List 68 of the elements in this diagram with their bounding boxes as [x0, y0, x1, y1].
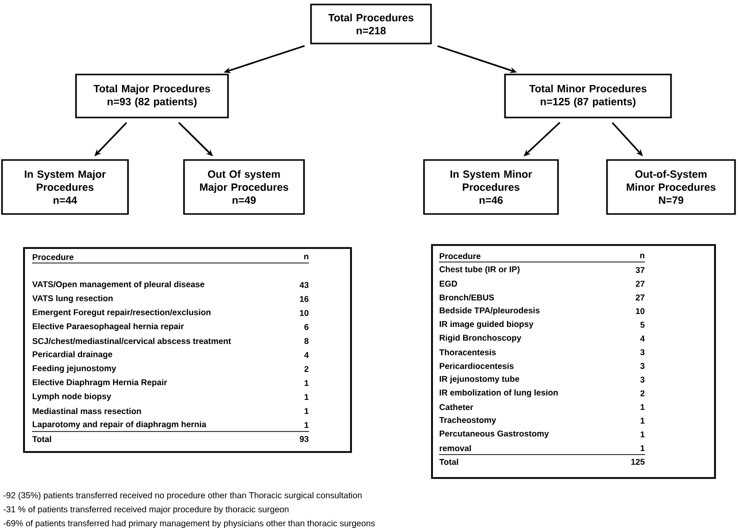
table-cell: Rigid Bronchoscopy: [440, 334, 522, 342]
table-cell: Procedure: [440, 252, 480, 260]
table-cell: Total: [32, 436, 52, 442]
table-cell: 125: [631, 458, 645, 465]
table-cell: EGD: [440, 280, 458, 287]
table-cell: Emergent Foregut repair/resection/exclusion: [32, 309, 210, 317]
process-box: In System Major Procedures n=44: [1, 159, 129, 215]
table-cell: 4: [304, 352, 309, 358]
table-cell: Bedside TPA/pleurodesis: [440, 307, 540, 315]
note-text: -31 % of patients transferred received major procedure by thoracic surgeon: [4, 506, 288, 514]
process-box: In System Minor Procedures n=46: [423, 159, 559, 215]
table-cell: 1: [640, 404, 645, 410]
table-cell: Pericardiocentesis: [440, 362, 514, 369]
table-cell: 43: [300, 282, 308, 288]
process-box: Out Of system Major Procedures n=49: [183, 159, 305, 215]
table-cell: 1: [304, 408, 309, 414]
table-cell: 2: [304, 366, 308, 372]
table-cell: 1: [640, 445, 645, 451]
table-cell: Thoracentesis: [439, 349, 496, 356]
table-cell: 1: [640, 432, 645, 438]
note-text: -69% of patients transferred had primary management by physicians other than thoracic surgeons: [4, 520, 375, 528]
table-cell: 1: [304, 422, 309, 428]
table-cell: Bronch/EBUS: [440, 294, 494, 301]
process-box: Out-of-System Minor Procedures N=79: [606, 159, 736, 215]
table-cell: 2: [640, 390, 644, 396]
table-cell: n: [640, 254, 644, 258]
table-cell: 3: [640, 349, 644, 356]
process-box: Total Major Procedures n=93 (82 patients): [75, 74, 229, 118]
process-box: Total Minor Procedures n=125 (87 patients): [504, 74, 672, 118]
table-cell: Total: [439, 458, 458, 465]
table-cell: Feeding jejunostomy: [32, 365, 116, 373]
table-cell: 6: [304, 324, 308, 330]
table-cell: 4: [640, 336, 645, 342]
table-cell: VATS lung resection: [32, 295, 113, 303]
table-cell: Elective Diaphragm Hernia Repair: [32, 379, 167, 387]
note-text: -92 (35%) patients transferred received no procedure other than Thoracic surgical consultation: [4, 492, 362, 500]
table-cell: 10: [300, 310, 308, 316]
table-cell: 3: [640, 376, 644, 383]
table-cell: 1: [640, 418, 645, 424]
table-cell: 27: [636, 280, 644, 287]
table-cell: Tracheostomy: [439, 416, 496, 425]
table-cell: Elective Paraesophageal hernia repair: [32, 323, 184, 331]
table-cell: Procedure: [32, 254, 74, 260]
table-cell: 8: [304, 338, 309, 344]
table-cell: VATS/Open management of pleural disease: [32, 281, 204, 289]
table-cell: Laparotomy and repair of diaphragm hernia: [32, 421, 206, 429]
table-cell: 5: [640, 322, 645, 328]
table-cell: Pericardial drainage: [32, 351, 112, 359]
table-cell: IR jejunostomy tube: [440, 376, 520, 384]
table-cell: Mediastinal mass resection: [32, 408, 141, 414]
table-cell: n: [304, 254, 308, 260]
table-cell: 16: [300, 296, 308, 302]
table-cell: 93: [300, 436, 308, 442]
table-cell: Catheter: [440, 404, 474, 410]
process-box: Total Procedures n=218: [310, 4, 432, 44]
table-cell: 3: [640, 362, 644, 369]
table-cell: Percutaneous Gastrostomy: [440, 430, 549, 438]
table-cell: removal: [440, 445, 471, 452]
table-cell: Chest tube (IR or IP): [440, 266, 520, 274]
table-cell: IR image guided biopsy: [440, 320, 534, 329]
table-cell: SCJ/chest/mediastinal/cervical abscess treatment: [32, 338, 231, 344]
table-cell: 1: [304, 394, 309, 400]
table-cell: Lymph node biopsy: [32, 393, 112, 401]
table-cell: 37: [636, 267, 644, 273]
table-cell: 1: [304, 380, 309, 386]
table-cell: IR embolization of lung lesion: [440, 389, 558, 398]
table-cell: 27: [636, 294, 644, 300]
table-cell: 10: [636, 308, 644, 314]
